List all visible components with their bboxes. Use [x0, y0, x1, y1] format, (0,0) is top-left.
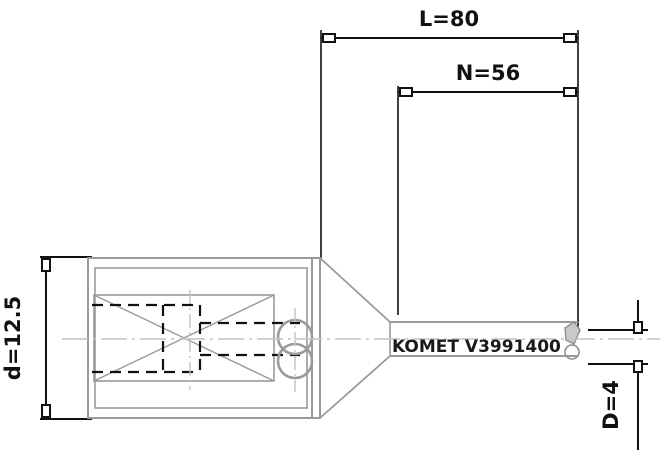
arrow-tick-top-D [633, 321, 643, 334]
part-geometry [62, 257, 660, 419]
arrow-tick-right-L [563, 33, 577, 43]
arrow-tick-right-N [563, 87, 577, 97]
pocket-outline [93, 294, 275, 382]
body-outer-outline [87, 257, 321, 419]
dimension-overall-length: L=80 [320, 7, 579, 330]
pocket-cross-line-2 [93, 294, 275, 382]
arrow-tick-bottom-D [633, 360, 643, 373]
dimension-shaft-diameter: D=4 [588, 300, 648, 450]
dimension-body-diameter: d=12.5 [1, 256, 92, 420]
hidden-bore-lines [92, 303, 300, 374]
part-marking-text: KOMET V3991400 [392, 337, 561, 357]
arrow-tick-bottom-d [41, 404, 51, 418]
taper-line-upper [319, 257, 391, 323]
dimension-label-overall-length: L=80 [419, 7, 479, 31]
arrow-tick-top-d [41, 258, 51, 272]
dimension-neck-length: N=56 [397, 61, 578, 315]
body-inner-outline [94, 267, 308, 409]
dimension-label-neck-length: N=56 [456, 61, 520, 85]
dimension-label-body-diameter: d=12.5 [1, 296, 25, 380]
arrow-tick-left-L [322, 33, 336, 43]
arrow-tick-left-N [399, 87, 413, 97]
taper-line-lower [319, 355, 391, 419]
dimension-label-shaft-diameter: D=4 [599, 380, 623, 430]
shaft-tip-circle [564, 344, 580, 360]
